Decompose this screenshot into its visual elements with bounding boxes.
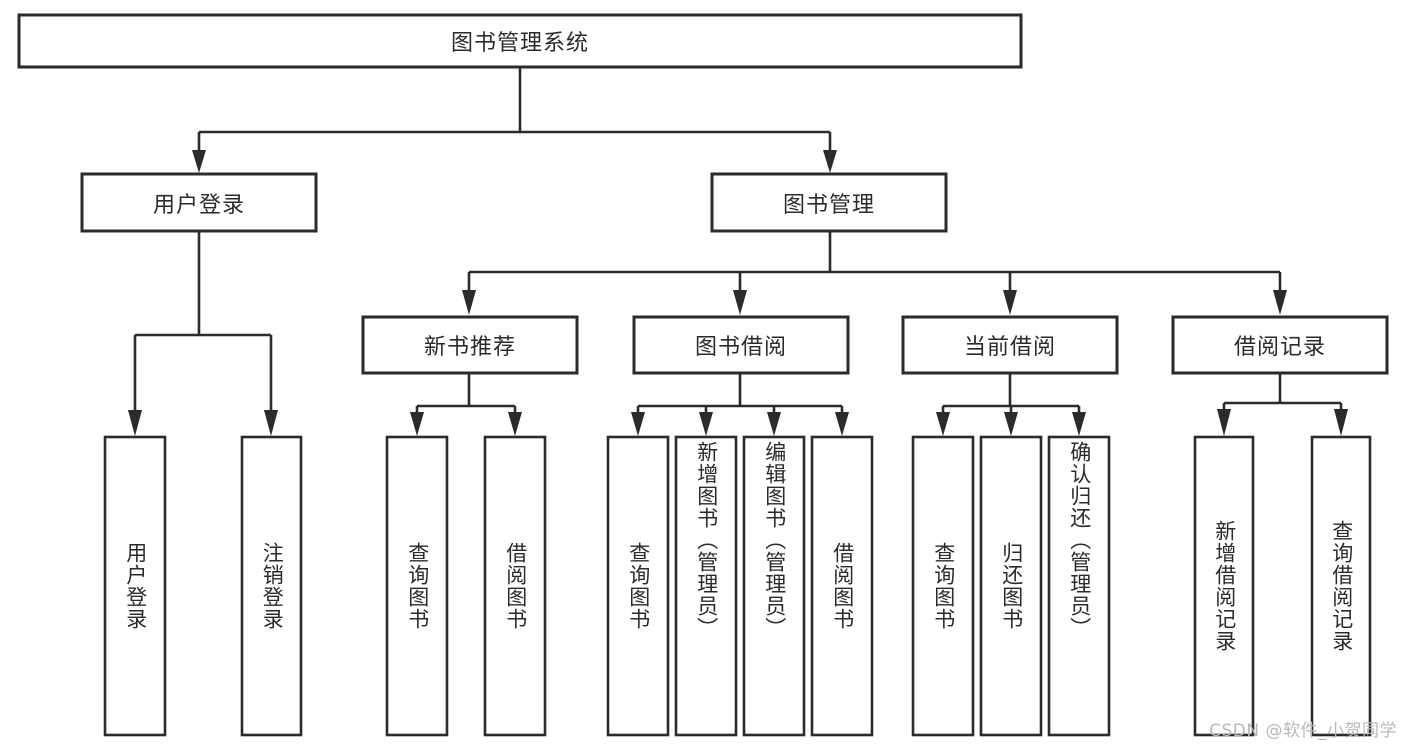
node-box-new-book-rec[interactable] [361,315,579,375]
arrow-head-leaf-book-borrow-2 [699,412,713,436]
node-box-book-borrow[interactable] [632,315,850,375]
arrow-head-book-borrow [733,290,747,315]
leaf-box-user-login-1[interactable] [103,435,167,737]
node-box-current-borrow[interactable] [901,315,1119,375]
arrow-head-user-login [192,150,206,173]
leaf-box-borrow-record-1[interactable] [1193,435,1255,737]
node-box-book-mgmt[interactable] [710,172,948,233]
leaf-box-borrow-record-2[interactable] [1310,435,1372,737]
arrow-head-current-borrow [1003,290,1017,315]
arrow-head-leaf-current-borrow-1 [936,412,950,436]
arrow-head-leaf-book-borrow-1 [631,412,645,436]
leaf-box-user-login-2[interactable] [240,435,303,737]
leaf-box-book-borrow-3[interactable] [742,435,806,737]
connector-group-new-book-rec [410,374,522,436]
leaf-box-current-borrow-3[interactable] [1047,435,1111,737]
arrow-head-new-book-rec [462,290,476,315]
arrow-head-borrow-record [1273,290,1287,315]
arrow-head-leaf-borrow-record-1 [1217,409,1231,436]
connector-group-current-borrow [936,374,1086,436]
connector-group-user-login [128,232,278,436]
node-box-borrow-record[interactable] [1171,315,1389,375]
node-box-user-login[interactable] [80,172,318,233]
leaf-box-new-book-rec-1[interactable] [385,435,449,737]
arrow-head-leaf-current-borrow-3 [1072,412,1086,436]
node-box-root[interactable] [17,13,1023,69]
connector-group-root [192,68,837,173]
connector-group-borrow-record [1217,374,1348,436]
leaf-box-current-borrow-2[interactable] [979,435,1043,737]
arrow-head-leaf-book-borrow-3 [767,412,781,436]
arrow-head-leaf-current-borrow-2 [1004,412,1018,436]
leaf-box-book-borrow-4[interactable] [810,435,874,737]
connector-group-book-borrow [631,374,849,436]
arrow-head-leaf-user-login-1 [128,410,142,436]
leaf-box-current-borrow-1[interactable] [911,435,975,737]
arrow-head-leaf-book-borrow-4 [835,412,849,436]
arrow-head-book-mgmt [823,150,837,173]
leaf-box-book-borrow-1[interactable] [606,435,670,737]
arrow-head-leaf-new-book-rec-1 [410,412,424,436]
connector-group-book-mgmt [462,232,1287,315]
leaf-box-new-book-rec-2[interactable] [483,435,547,737]
arrow-head-leaf-user-login-2 [264,410,278,436]
arrow-head-leaf-borrow-record-2 [1334,409,1348,436]
leaf-box-book-borrow-2[interactable] [674,435,738,737]
arrow-head-leaf-new-book-rec-2 [508,412,522,436]
